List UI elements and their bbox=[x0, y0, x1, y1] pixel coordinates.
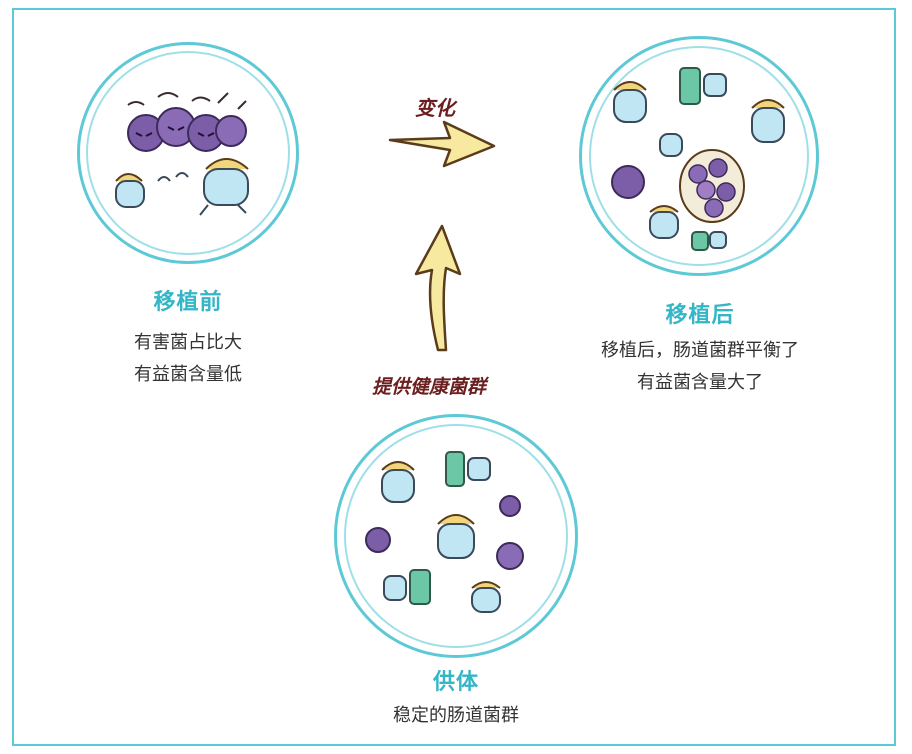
after-title: 移植后 bbox=[665, 303, 735, 328]
after-illustration bbox=[611, 67, 785, 251]
good-bacteria-icon bbox=[115, 158, 249, 216]
harmful-bacteria-icon bbox=[127, 92, 247, 152]
before-desc-line-2: 有益菌含量低 bbox=[134, 364, 242, 385]
arrow-right-icon bbox=[388, 120, 496, 168]
arrow-up-icon bbox=[414, 224, 462, 352]
change-label: 变化 bbox=[415, 96, 455, 120]
before-circle-inner bbox=[86, 51, 290, 255]
supply-label: 提供健康菌群 bbox=[372, 376, 487, 398]
donor-desc-line-1: 稳定的肠道菌群 bbox=[393, 705, 519, 726]
good-bacteria-icon bbox=[381, 451, 501, 613]
before-illustration bbox=[115, 92, 249, 216]
donor-title: 供体 bbox=[432, 670, 479, 695]
donor-illustration bbox=[365, 451, 524, 613]
before-desc-line-1: 有害菌占比大 bbox=[134, 332, 242, 353]
after-desc-line-2: 有益菌含量大了 bbox=[637, 372, 763, 393]
before-title: 移植前 bbox=[153, 290, 223, 315]
after-circle bbox=[579, 36, 819, 276]
before-circle bbox=[77, 42, 299, 264]
diagram-frame bbox=[12, 8, 896, 746]
after-desc-line-1: 移植后，肠道菌群平衡了 bbox=[601, 340, 799, 361]
harmful-bacteria-icon bbox=[611, 149, 745, 223]
harmful-bacteria-icon bbox=[365, 495, 524, 570]
donor-circle bbox=[334, 414, 578, 658]
good-bacteria-icon bbox=[613, 67, 785, 251]
